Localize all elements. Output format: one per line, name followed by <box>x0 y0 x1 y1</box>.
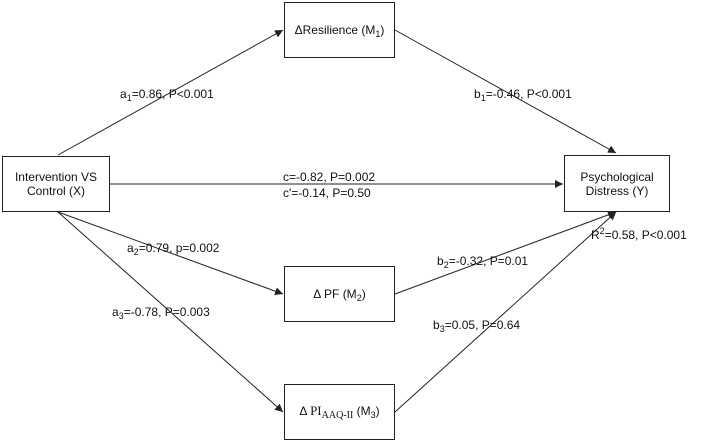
b2-sym: b <box>437 254 444 268</box>
label-a1: a1=0.86, P<0.001 <box>120 87 214 103</box>
node-x-line1: Intervention VS <box>14 170 98 184</box>
a1-sub: 1 <box>126 93 132 103</box>
m3-sub: 3 <box>370 410 376 420</box>
a3-sub: 3 <box>118 311 124 321</box>
b3-sym: b <box>433 318 440 332</box>
a2-sym: a <box>127 241 134 255</box>
label-b2: b2=-0.32, P=0.01 <box>437 254 529 270</box>
a1-text: =0.86, P<0.001 <box>131 87 214 101</box>
m1-close: ) <box>380 22 385 37</box>
b2-sub: 2 <box>443 260 449 270</box>
node-y-line2: Distress (Y) <box>585 183 649 198</box>
b1-sym: b <box>474 87 481 101</box>
node-m2-pf: Δ PF (M2) <box>284 266 395 322</box>
m1-name: Resilience <box>302 22 358 37</box>
m2-sub: 2 <box>356 292 362 303</box>
b2-text: =-0.32, P=0.01 <box>448 254 529 268</box>
m2-name: PF <box>324 286 340 301</box>
m1-delta: Δ <box>294 22 303 37</box>
label-b3: b3=0.05, P=0.64 <box>433 318 521 334</box>
node-y-psychological-distress: Psychological Distress (Y) <box>564 155 670 212</box>
m2-delta: Δ <box>313 286 321 301</box>
node-y-line1: Psychological <box>580 169 654 184</box>
b1-sub: 1 <box>480 93 486 103</box>
label-r-squared: R2=0.58, P<0.001 <box>591 226 687 243</box>
m2-close: ) <box>361 286 366 301</box>
label-c: c=-0.82, P=0.002 <box>283 170 376 184</box>
arrow-m2-to-y <box>394 211 617 295</box>
m1-sub: 1 <box>375 28 381 39</box>
r2-sym: R <box>591 228 600 242</box>
label-a2: a2=0.79, p=0.002 <box>127 241 220 257</box>
node-x-intervention: Intervention VS Control (X) <box>2 156 110 212</box>
arrow-m3-to-y <box>394 211 617 413</box>
r2-text: =0.58, P<0.001 <box>604 228 687 242</box>
r2-sup: 2 <box>599 226 605 236</box>
b3-sub: 3 <box>439 324 445 334</box>
arrow-x-to-m3 <box>57 211 284 413</box>
m1-open: (M <box>361 22 376 37</box>
a2-text: =0.79, p=0.002 <box>138 241 220 255</box>
b1-text: =-0.46, P<0.001 <box>485 87 572 101</box>
m3-name: PI <box>310 403 322 418</box>
arrow-x-to-m1 <box>57 29 284 156</box>
arrow-x-to-m2 <box>57 211 284 296</box>
m2-open: (M <box>342 286 357 301</box>
a3-text: =-0.78, P=0.003 <box>123 305 210 319</box>
label-b1: b1=-0.46, P<0.001 <box>474 87 572 103</box>
m3-delta: Δ <box>299 404 307 418</box>
m3-open: (M <box>356 404 371 418</box>
a2-sub: 2 <box>133 247 139 257</box>
label-c-prime: c'=-0.14, P=0.50 <box>283 186 371 200</box>
node-x-line2: Control (X) <box>26 184 85 198</box>
a1-sym: a <box>120 87 127 101</box>
arrow-m1-to-y <box>394 29 617 154</box>
label-a3: a3=-0.78, P=0.003 <box>112 305 210 321</box>
m3-close: ) <box>375 404 380 418</box>
node-m1-resilience: ΔResilience (M1) <box>284 2 395 58</box>
node-m3-pi-aaq: Δ PIAAQ-II (M3) <box>284 384 395 440</box>
b3-text: =0.05, P=0.64 <box>444 318 521 332</box>
m3-name-sub: AAQ-II <box>321 410 354 421</box>
a3-sym: a <box>112 305 119 319</box>
